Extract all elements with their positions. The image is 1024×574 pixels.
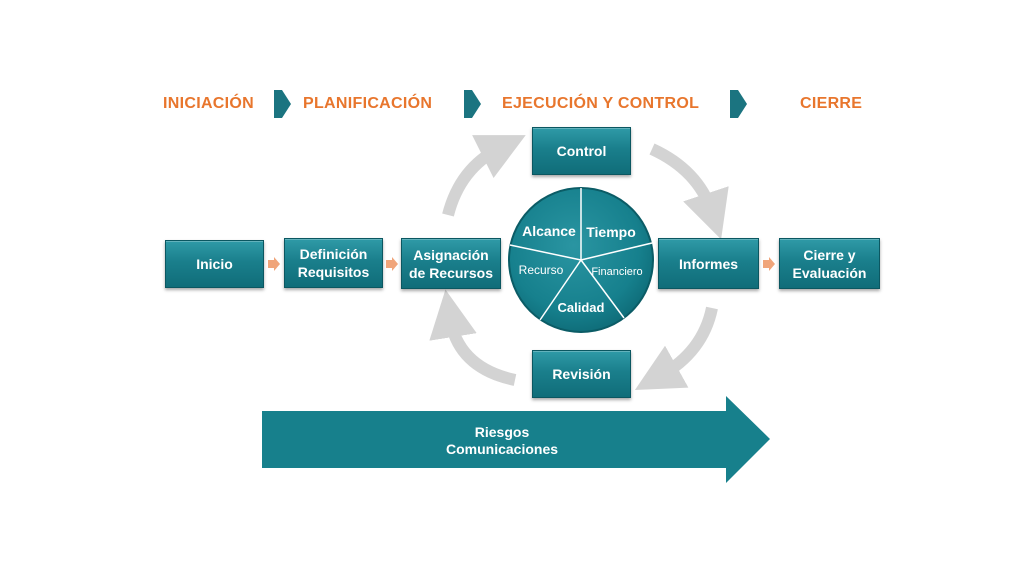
flow-arrow-icon <box>268 257 280 271</box>
flow-arrow-icon <box>386 257 398 271</box>
cycle-arrow-icon <box>442 135 526 217</box>
band-comunicaciones: Comunicaciones <box>445 441 559 457</box>
risks-communications-arrow <box>262 396 770 483</box>
phase-arrow-icon <box>730 90 747 118</box>
box-asignacion-recursos: Asignación de Recursos <box>401 238 501 289</box>
wheel-alcance: Alcance <box>522 223 576 239</box>
cycle-arrow-icon <box>649 143 729 240</box>
wheel-calidad: Calidad <box>558 300 605 315</box>
box-control: Control <box>532 127 631 175</box>
box-cierre-evaluacion: Cierre y Evaluación <box>779 238 880 289</box>
box-informes: Informes <box>658 238 759 289</box>
phase-cierre: CIERRE <box>800 95 863 112</box>
flow-arrow-icon <box>763 257 775 271</box>
wheel-recurso: Recurso <box>519 263 564 277</box>
phase-arrow-icon <box>274 90 291 118</box>
box-definicion-requisitos: Definición Requisitos <box>284 238 383 288</box>
constraints-wheel: Alcance Tiempo Recurso Financiero Calida… <box>508 187 654 333</box>
phase-iniciacion: INICIACIÓN <box>163 95 254 112</box>
box-inicio: Inicio <box>165 240 264 288</box>
phase-arrow-icon <box>464 90 481 118</box>
cycle-arrow-icon <box>429 289 517 386</box>
wheel-financiero: Financiero <box>591 266 642 278</box>
box-revision: Revisión <box>532 350 631 398</box>
phase-planificacion: PLANIFICACIÓN <box>303 95 433 112</box>
wheel-tiempo: Tiempo <box>586 224 636 240</box>
cycle-arrow-icon <box>634 306 718 391</box>
band-riesgos: Riesgos <box>474 424 530 440</box>
phase-ejecucion-control: EJECUCIÓN Y CONTROL <box>502 95 700 112</box>
